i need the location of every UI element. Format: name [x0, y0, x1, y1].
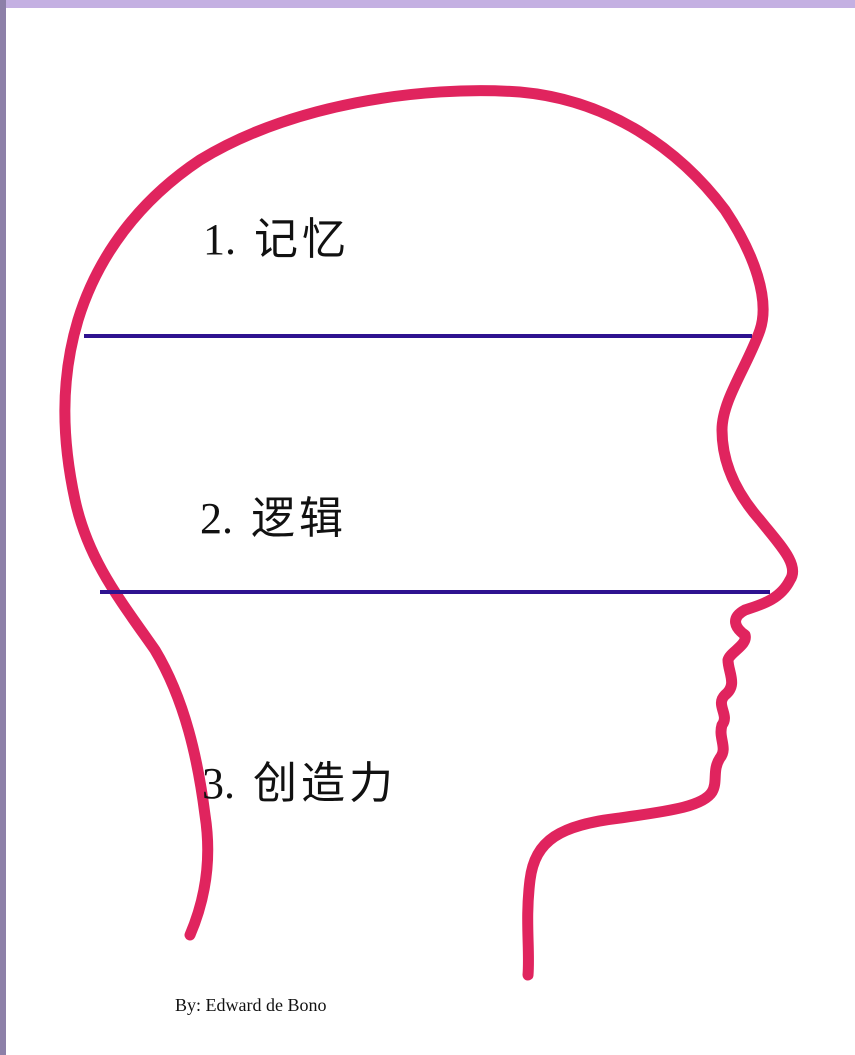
zone-text: 逻辑: [251, 493, 347, 544]
zone-label-memory: 1. 记忆: [203, 218, 350, 262]
zone-text: 创造力: [253, 758, 397, 809]
zone-label-logic: 2. 逻辑: [200, 497, 347, 541]
head-outline: [59, 85, 799, 981]
zone-label-creativity: 3. 创造力: [202, 762, 397, 806]
zone-number: 1.: [203, 215, 236, 264]
author-caption: By: Edward de Bono: [175, 995, 327, 1015]
top-border: [0, 0, 855, 8]
zone-text: 记忆: [254, 214, 350, 265]
zone-number: 3.: [202, 759, 235, 808]
left-border: [0, 0, 6, 1055]
zone-number: 2.: [200, 494, 233, 543]
